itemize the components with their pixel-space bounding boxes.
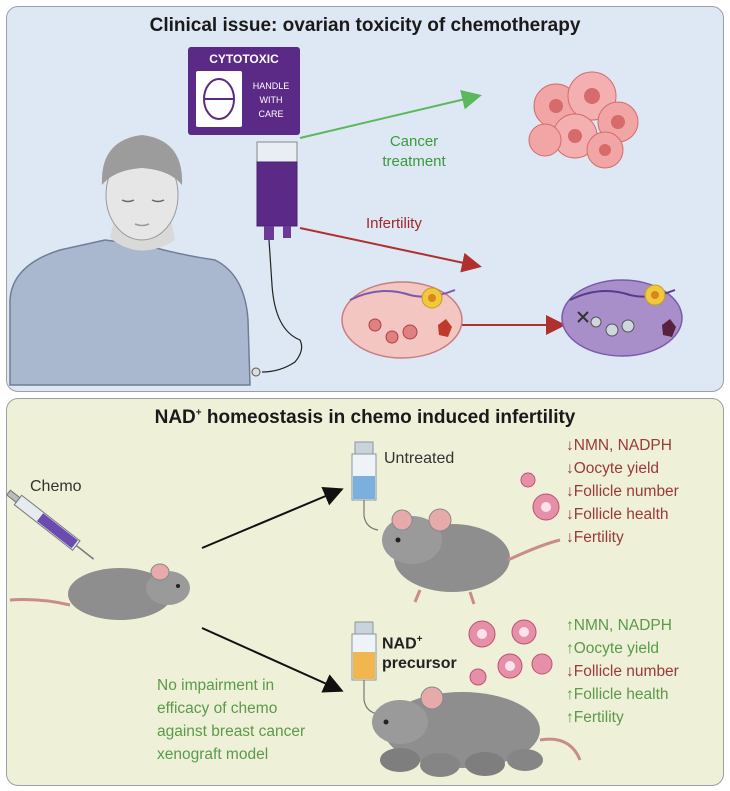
precursor-effects-list: ↑NMN, NADPH ↑Oocyte yield ↓Follicle numb…	[566, 614, 679, 729]
effect-item: ↓Follicle number	[566, 663, 679, 680]
tumor-cells	[528, 71, 639, 169]
note-line: against breast cancer	[157, 723, 306, 740]
precursor-sup: +	[416, 634, 423, 645]
effect-item: ↓Follicle number	[566, 483, 679, 500]
damaged-ovary	[561, 279, 683, 357]
label-with-text: WITH	[260, 95, 283, 105]
follicles-precursor	[468, 619, 553, 686]
effect-item: ↓Oocyte yield	[566, 460, 660, 477]
untreated-effects-list: ↓NMN, NADPH ↓Oocyte yield ↓Follicle numb…	[566, 434, 679, 549]
effect-item: ↓NMN, NADPH	[566, 437, 672, 454]
chemo-label: Chemo	[30, 478, 82, 495]
infertility-label: Infertility	[366, 215, 422, 232]
cancer-treatment-label: Cancer treatment	[374, 132, 454, 172]
effect-item: ↓Fertility	[566, 529, 624, 546]
top-panel-title: Clinical issue: ovarian toxicity of chem…	[149, 15, 581, 36]
cytotoxic-label: CYTOTOXIC HANDLE WITH CARE	[188, 47, 300, 135]
mouse-untreated	[382, 508, 561, 605]
mouse-precursor	[372, 686, 582, 777]
arrow-to-untreated	[201, 486, 344, 549]
mouse-chemo	[9, 563, 190, 620]
cancer-label-line1: Cancer	[389, 133, 439, 150]
chemo-efficacy-note: No impairment in efficacy of chemo again…	[157, 674, 305, 766]
title-suffix: homeostasis in chemo induced infertility	[201, 407, 576, 428]
precursor-nad: NAD	[382, 635, 417, 653]
follicles-untreated	[520, 472, 560, 521]
note-line: xenograft model	[157, 746, 269, 763]
effect-item: ↑Fertility	[566, 709, 624, 726]
untreated-vial	[351, 441, 379, 531]
patient-figure	[9, 135, 251, 386]
effect-item: ↑NMN, NADPH	[566, 617, 672, 634]
infertility-arrow	[299, 227, 482, 273]
precursor-vial	[351, 621, 379, 715]
note-line: efficacy of chemo	[157, 700, 278, 717]
syringe-icon	[5, 489, 95, 560]
title-sup: +	[195, 407, 202, 419]
healthy-ovary	[341, 281, 463, 359]
title-nad: NAD	[154, 407, 196, 428]
note-line: No impairment in	[157, 677, 275, 694]
nad-precursor-label: NAD+ precursor	[382, 630, 457, 674]
label-cytotoxic-text: CYTOTOXIC	[209, 52, 279, 66]
effect-item: ↑Follicle health	[566, 686, 669, 703]
iv-bag	[251, 141, 303, 377]
bottom-panel-title: NAD+ homeostasis in chemo induced infert…	[7, 407, 723, 429]
precursor-word: precursor	[382, 655, 457, 673]
label-care-text: CARE	[258, 109, 283, 119]
cancer-treatment-arrow	[299, 89, 482, 139]
label-handle-text: HANDLE	[253, 81, 290, 91]
untreated-label: Untreated	[384, 450, 455, 467]
cancer-label-line2: treatment	[382, 153, 446, 170]
effect-item: ↑Oocyte yield	[566, 640, 660, 657]
effect-item: ↓Follicle health	[566, 506, 669, 523]
arrow-to-precursor	[201, 627, 344, 693]
